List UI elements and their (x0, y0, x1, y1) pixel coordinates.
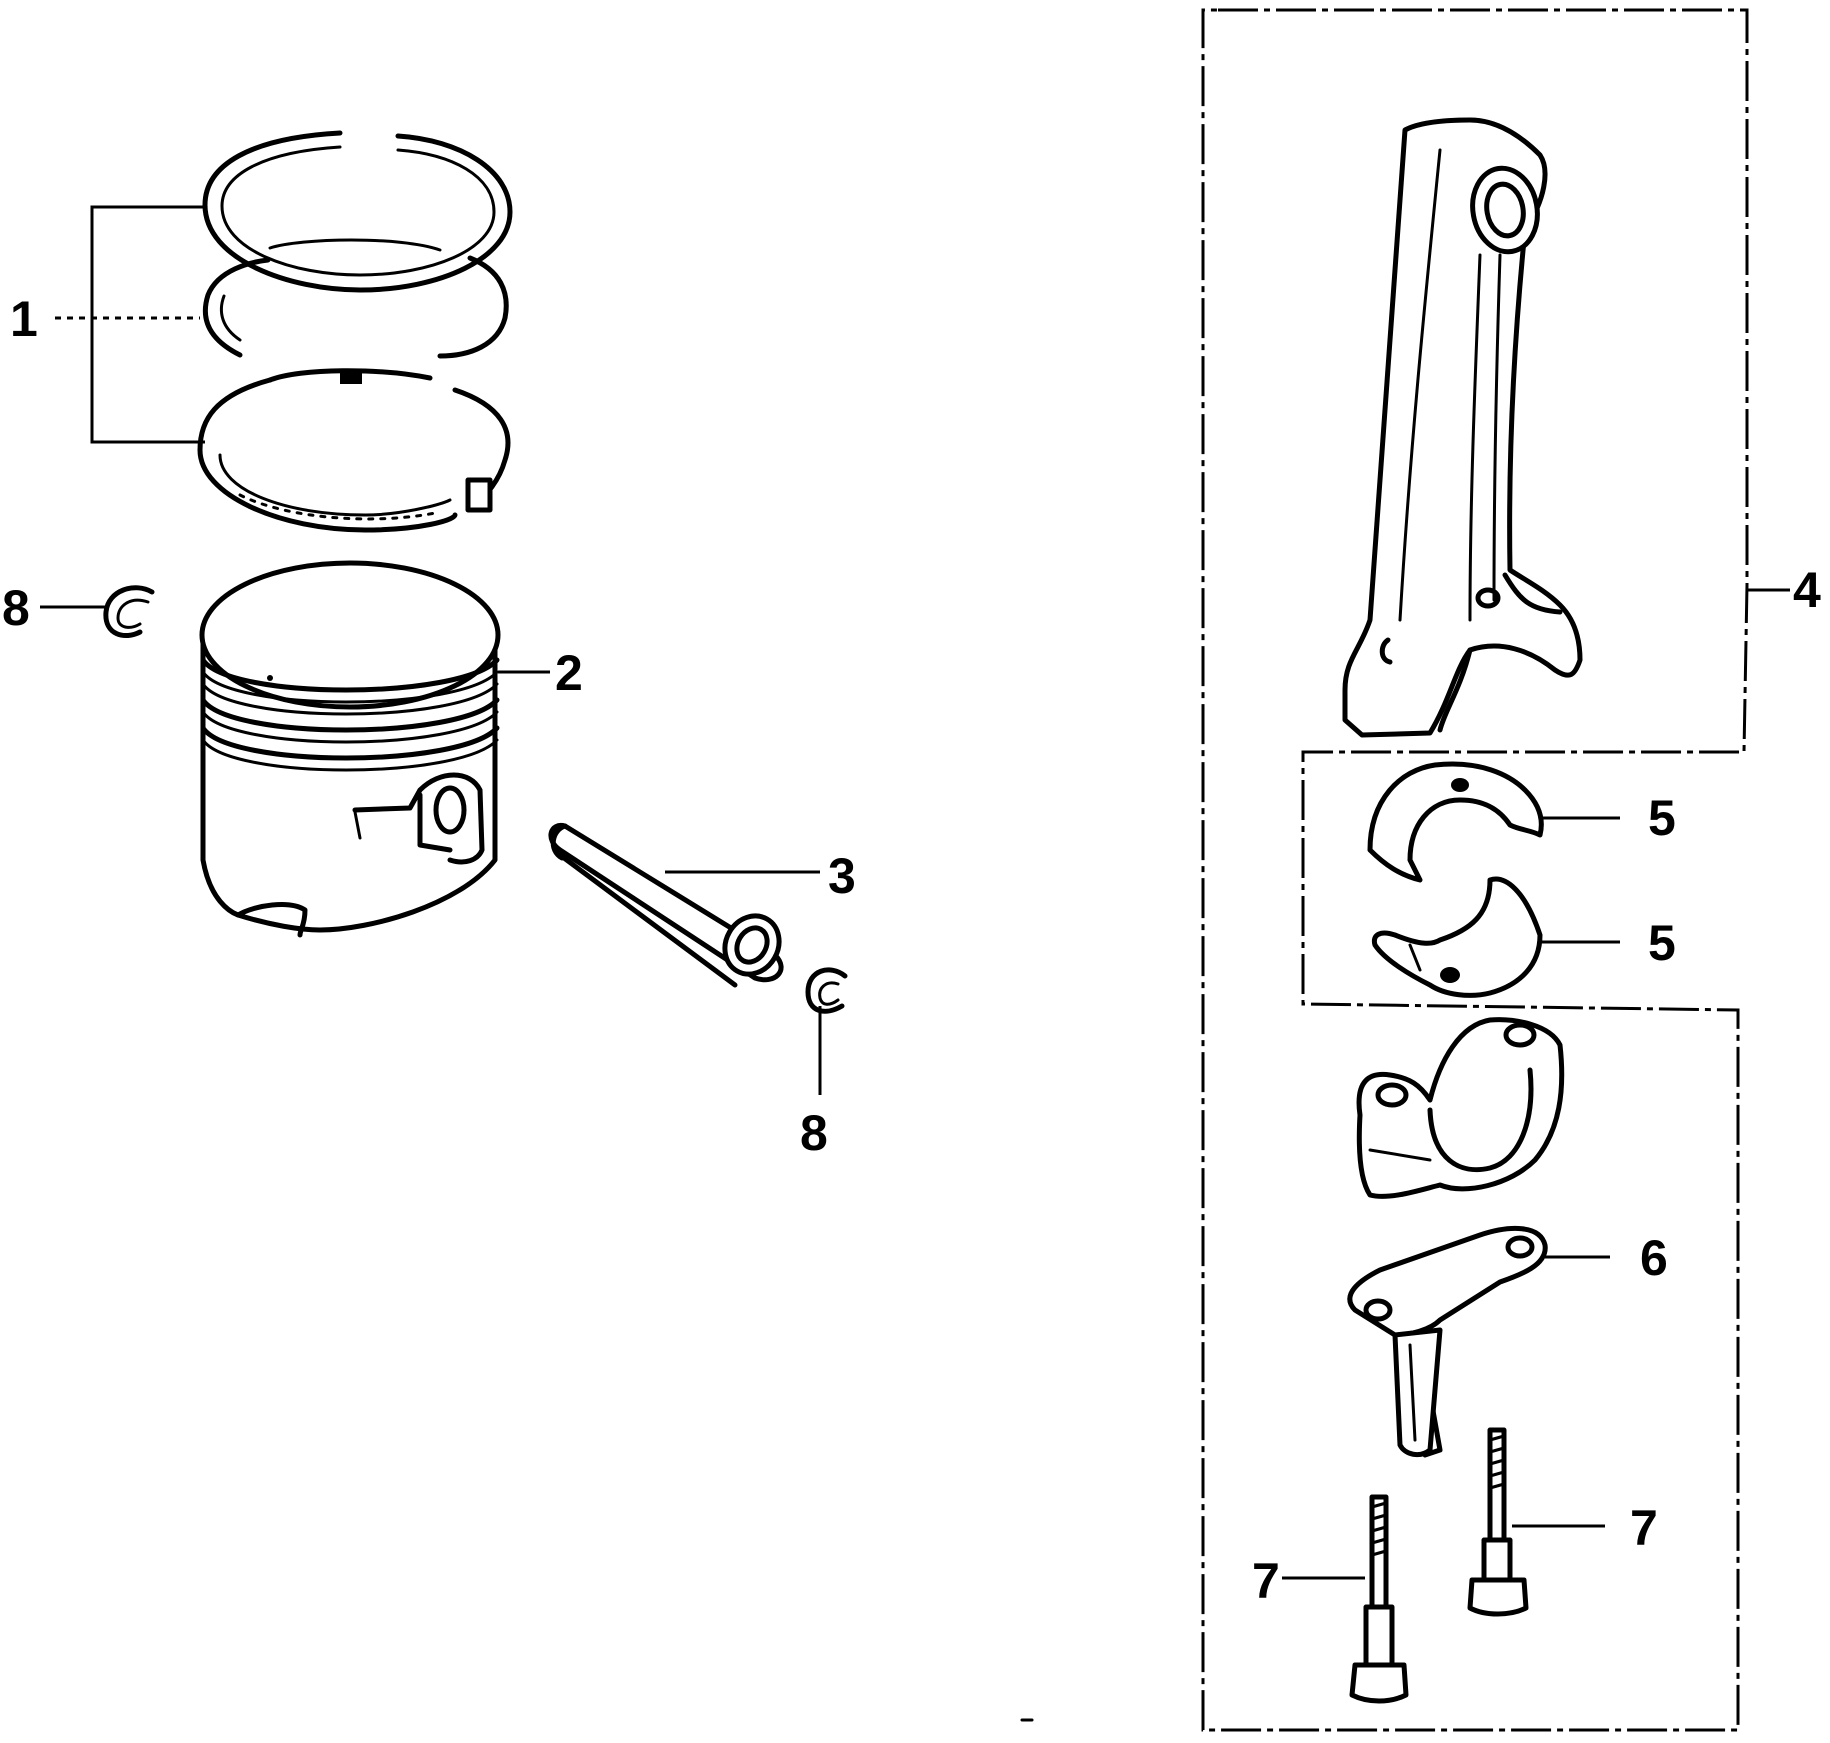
callout-8-right: 8 (800, 1105, 828, 1161)
circlip-icon (805, 967, 848, 1014)
callout-5-lower: 5 (1648, 915, 1676, 971)
callout-6: 6 (1640, 1230, 1668, 1286)
callout-4: 4 (1793, 562, 1821, 618)
ring-set-bracket (90, 205, 205, 444)
callout-5-upper: 5 (1648, 790, 1676, 846)
oil-dipper-icon (1347, 1225, 1548, 1458)
bearing-half-icon (1367, 761, 1544, 883)
rod-bolt-icon (1349, 1494, 1409, 1704)
callout-8-left: 8 (2, 580, 30, 636)
connecting-rod-icon (1342, 117, 1583, 738)
callout-7-right: 7 (1630, 1500, 1658, 1556)
bearing-half-icon (1371, 876, 1543, 998)
piston-icon (199, 560, 501, 938)
callout-1: 1 (10, 291, 38, 347)
assembly-boundary (1201, 8, 1749, 1732)
rod-bolt-icon (1467, 1427, 1529, 1617)
circlip-icon (103, 585, 155, 638)
callout-2: 2 (555, 645, 583, 701)
piston-rings-icon (197, 130, 513, 533)
callout-7-left: 7 (1252, 1553, 1280, 1609)
piston-pin-icon (548, 822, 784, 988)
callout-3: 3 (828, 848, 856, 904)
rod-cap-icon (1356, 1017, 1565, 1199)
